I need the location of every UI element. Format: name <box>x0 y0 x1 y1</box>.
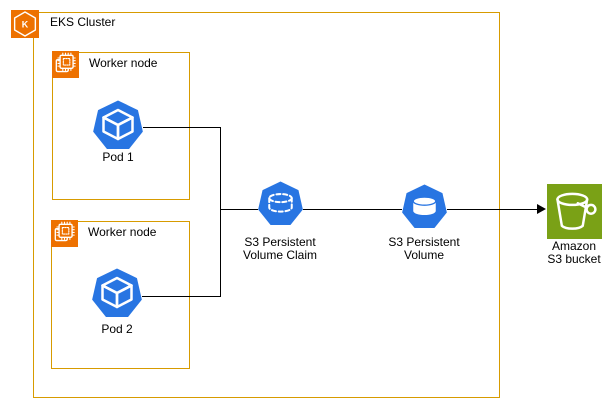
worker-node-2-box <box>51 221 190 369</box>
connector-junction-vertical <box>220 127 221 297</box>
pvc-label: S3 Persistent Volume Claim <box>230 236 330 262</box>
s3-bucket-label-line2: S3 bucket <box>547 252 601 266</box>
k8s-pvc-dashed-cylinder-icon <box>258 181 303 226</box>
pv-label-line2: Volume <box>403 248 445 262</box>
eks-cluster-label: EKS Cluster <box>50 15 116 29</box>
connector-pv-to-bucket <box>447 209 538 210</box>
connector-pod1-to-junction <box>143 127 220 128</box>
worker-node-2-label: Worker node <box>88 225 157 239</box>
pvc-label-line1: S3 Persistent <box>244 235 316 249</box>
k8s-pod-cube-icon <box>93 100 143 150</box>
pv-label-line1: S3 Persistent <box>388 235 460 249</box>
worker-node-1-box <box>52 52 190 200</box>
arrowhead-right-icon <box>537 204 546 214</box>
s3-bucket-icon <box>547 184 602 239</box>
eks-cluster-box <box>33 12 500 398</box>
pv-label: S3 Persistent Volume <box>374 236 474 262</box>
connector-junction-to-pvc <box>220 209 258 210</box>
s3-bucket-label-line1: Amazon <box>551 239 597 253</box>
pvc-label-line2: Volume Claim <box>242 248 318 262</box>
worker-node-1-label: Worker node <box>89 56 158 70</box>
k8s-pod-cube-icon <box>92 268 142 318</box>
compute-chip-icon <box>51 220 78 247</box>
svg-text:K: K <box>22 19 29 29</box>
pod-2-label: Pod 2 <box>101 322 133 336</box>
compute-chip-icon <box>52 51 79 78</box>
pod-1-label: Pod 1 <box>102 150 134 164</box>
connector-pvc-to-pv <box>303 209 402 210</box>
s3-bucket-label: Amazon S3 bucket <box>524 240 612 266</box>
eks-hexagon-k-icon: K <box>11 10 39 38</box>
connector-pod2-to-junction <box>142 296 220 297</box>
k8s-pv-cylinder-icon <box>402 184 447 229</box>
